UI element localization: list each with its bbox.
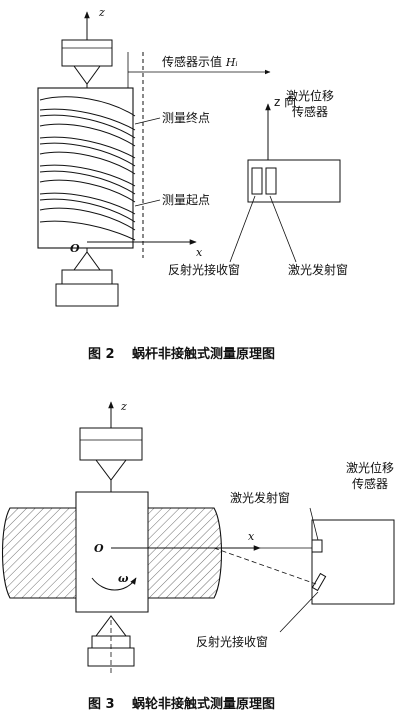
sensor-label-line2-fig3: 传感器: [352, 476, 388, 491]
z-axis-label-fig3: z: [120, 400, 127, 413]
x-axis-label-fig3: x: [248, 530, 255, 543]
z-axis-label: z: [98, 6, 105, 19]
receive-window-label-fig2: 反射光接收窗: [168, 262, 240, 277]
receive-window-label-fig3: 反射光接收窗: [196, 634, 268, 649]
x-axis-label: x: [196, 246, 203, 259]
figure-2-worm-diagram: z x O: [37, 6, 348, 362]
caption-number-fig2: 图 2: [88, 347, 115, 362]
start-point-label: 测量起点: [162, 193, 210, 207]
worm-threads: [39, 96, 136, 241]
lower-center-base: [55, 283, 119, 307]
hub: [75, 491, 149, 613]
caption-number-fig3: 图 3: [88, 697, 115, 712]
emit-window-label-fig2: 激光发射窗: [288, 262, 348, 277]
upper-center-tip: [73, 65, 101, 85]
emit-window-label-fig3: 激光发射窗: [230, 490, 290, 505]
upper-center-holder-fig3: [79, 427, 143, 461]
rotation-arrow: [91, 577, 137, 591]
sensor-label-line2-fig2: 传感器: [292, 104, 328, 119]
end-point-label: 测量终点: [162, 110, 210, 125]
origin-label: O: [70, 242, 80, 255]
upper-center-holder: [61, 39, 113, 67]
caption-text-fig3: 蜗轮非接触式测量原理图: [132, 696, 275, 712]
omega-label: ω: [118, 572, 129, 585]
sensor-label-line1-fig2: 激光位移: [286, 88, 334, 103]
z-direction-label: z 向: [274, 94, 296, 109]
laser-sensor-box-fig2: [247, 159, 341, 203]
lower-center-neck: [61, 269, 113, 285]
caption-text-fig2: 蜗杆非接触式测量原理图: [132, 346, 275, 362]
laser-sensor-box-fig3: [311, 519, 395, 605]
origin-label-fig3: O: [94, 542, 104, 555]
sensor-value-label: 传感器示值 Hᵢ: [162, 54, 238, 69]
figure-3-wormwheel-diagram: z x O ω 激光位移 传感器 激光发射窗 反射光接收窗: [1, 400, 395, 712]
sensor-label-line1-fig3: 激光位移: [346, 460, 394, 475]
